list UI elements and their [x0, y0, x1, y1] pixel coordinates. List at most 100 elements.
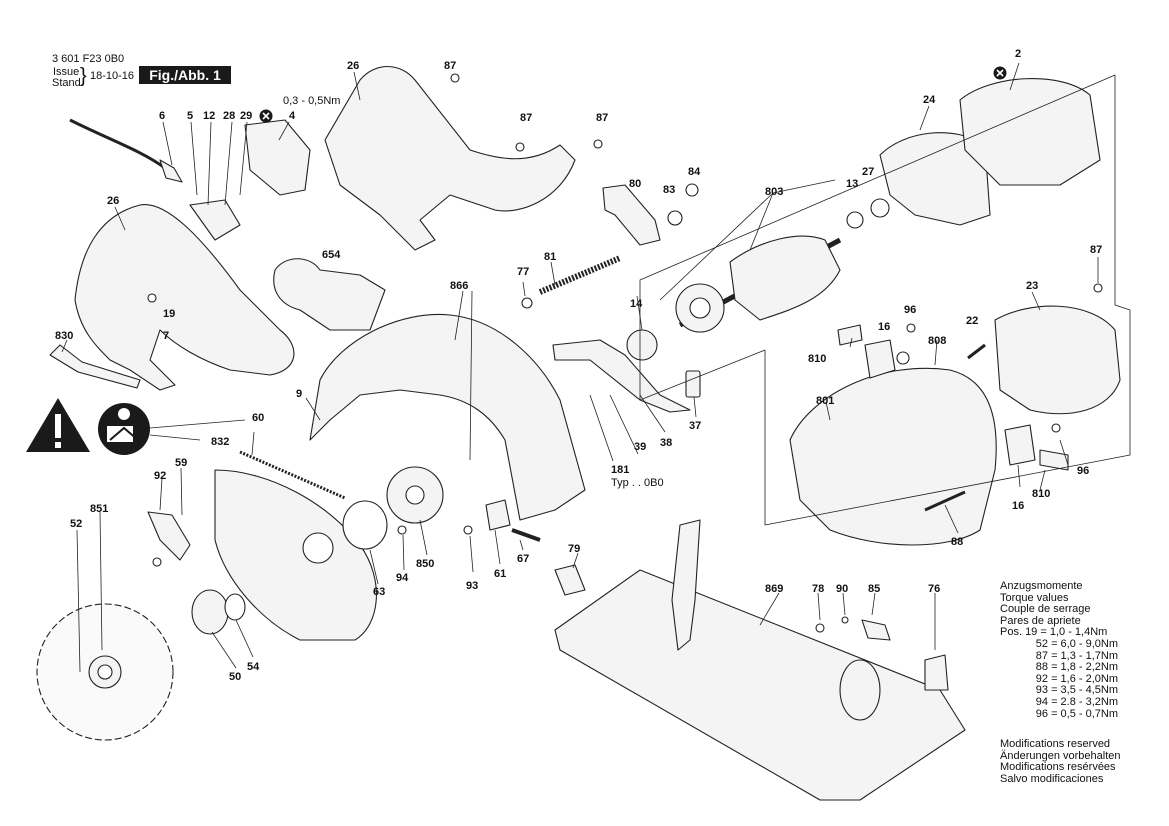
part-label: 29 — [240, 110, 252, 122]
screw-96-a — [906, 323, 916, 333]
torque-title-de: Anzugsmomente — [1000, 580, 1083, 592]
part-label: 803 — [765, 186, 783, 198]
torque-value: = 1,8 - 2,2Nm — [1051, 661, 1119, 674]
screw-87-a — [450, 73, 460, 83]
part-label: 80 — [629, 178, 641, 190]
part-label: 90 — [836, 583, 848, 595]
part-label: 61 — [494, 568, 506, 580]
washer-77 — [521, 297, 533, 309]
guard-spring — [239, 450, 346, 500]
base-plate — [554, 569, 966, 801]
part-label: 22 — [966, 315, 978, 327]
torque-pos: Pos. 19 — [1000, 626, 1038, 639]
torque-table: Anzugsmomente Torque values Couple de se… — [1000, 580, 1119, 721]
part-59 — [147, 511, 191, 561]
screw-94 — [397, 525, 407, 535]
retaining-ring — [224, 593, 246, 621]
guard-hole — [302, 532, 334, 564]
part-label: 810 — [808, 353, 826, 365]
screw-96-b — [1051, 423, 1061, 433]
part-label: 88 — [951, 536, 963, 548]
part-label: 26 — [347, 60, 359, 72]
torque-title-en: Torque values — [1000, 591, 1069, 604]
part-label: 52 — [70, 518, 82, 530]
screw-92 — [152, 557, 162, 567]
part-label: 37 — [689, 420, 701, 432]
part-label: 84 — [688, 166, 701, 178]
part-label: 77 — [517, 266, 529, 278]
x-marker-icon — [993, 66, 1007, 80]
part-label: 12 — [203, 110, 215, 122]
part-label: 79 — [568, 543, 580, 555]
issue-date: 18-10-16 — [90, 70, 135, 82]
dust-adapter — [273, 258, 386, 331]
screw-78 — [815, 623, 825, 633]
screw-19 — [147, 293, 157, 303]
doc-number: 3 601 F23 0B0 — [52, 53, 125, 65]
part-61 — [485, 499, 511, 531]
part-37 — [685, 370, 701, 398]
torque-value: = 1,6 - 2,0Nm — [1051, 672, 1119, 685]
lock-lever-76 — [924, 654, 949, 691]
torque-value: = 1,0 - 1,4Nm — [1040, 626, 1108, 639]
torque-title-fr: Couple de serrage — [1000, 603, 1091, 616]
torque-row: 92 = 1,6 - 2,0Nm — [1000, 672, 1119, 686]
torque-title-es: Pares de apriete — [1000, 614, 1081, 627]
motor-end-cap — [994, 305, 1121, 415]
part-810-left — [837, 324, 863, 346]
part-label: 851 — [90, 503, 108, 515]
part-label: 87 — [1090, 244, 1102, 256]
torque-value: = 6,0 - 9,0Nm — [1051, 637, 1119, 650]
screw-88 — [924, 490, 966, 512]
issue-label: Issue — [53, 66, 80, 78]
armature — [729, 235, 841, 321]
x-marker-icon — [259, 109, 273, 123]
upper-blade-guard — [309, 313, 586, 521]
clamping-flange — [191, 589, 229, 635]
spindle-lock — [602, 184, 661, 246]
part-label: 54 — [247, 661, 260, 673]
part-label: 5 — [187, 110, 193, 122]
part-79 — [554, 564, 586, 596]
part-label: 26 — [107, 195, 119, 207]
part-label: 78 — [812, 583, 824, 595]
torque-value: = 2.8 - 3,2Nm — [1051, 695, 1119, 708]
part-label: 87 — [520, 112, 532, 124]
part-label: 808 — [928, 335, 946, 347]
part-label: 23 — [1026, 280, 1038, 292]
part-label: 63 — [373, 586, 385, 598]
field-coil — [959, 78, 1101, 186]
part-label: 94 — [396, 572, 409, 584]
modifications-es: Salvo modificaciones — [1000, 772, 1104, 785]
part-label: 850 — [416, 558, 434, 570]
spindle-spring — [538, 255, 622, 295]
part-label: 38 — [660, 437, 672, 449]
motor-group-frame — [639, 74, 1131, 526]
part-label: 27 — [862, 166, 874, 178]
part-67 — [511, 528, 541, 542]
torque-row: 96 = 0,5 - 0,7Nm — [1000, 707, 1118, 721]
part-label: 96 — [1077, 465, 1089, 477]
part-label: 93 — [466, 580, 478, 592]
torque-pos: 87 — [1035, 649, 1048, 662]
part-label: 87 — [596, 112, 608, 124]
spring-83 — [667, 210, 683, 226]
part-label: 9 — [296, 388, 302, 400]
fan-guide — [879, 132, 991, 226]
part-85 — [861, 619, 891, 641]
depth-guide — [671, 519, 701, 651]
hex-key — [49, 344, 141, 389]
part-label: 14 — [630, 298, 643, 310]
brush-holder-bracket — [552, 339, 691, 413]
torque-value: = 1,3 - 1,7Nm — [1051, 649, 1119, 662]
torque-value: = 3,5 - 4,5Nm — [1051, 684, 1119, 697]
lower-blade-guard — [214, 469, 377, 641]
switch-clip — [189, 199, 241, 241]
power-cord — [69, 118, 166, 170]
torque-pos: 96 — [1035, 707, 1048, 720]
spring-84 — [685, 183, 699, 197]
screw-90 — [841, 616, 849, 624]
part-label: 24 — [923, 94, 936, 106]
torque-pos: 52 — [1035, 637, 1048, 650]
